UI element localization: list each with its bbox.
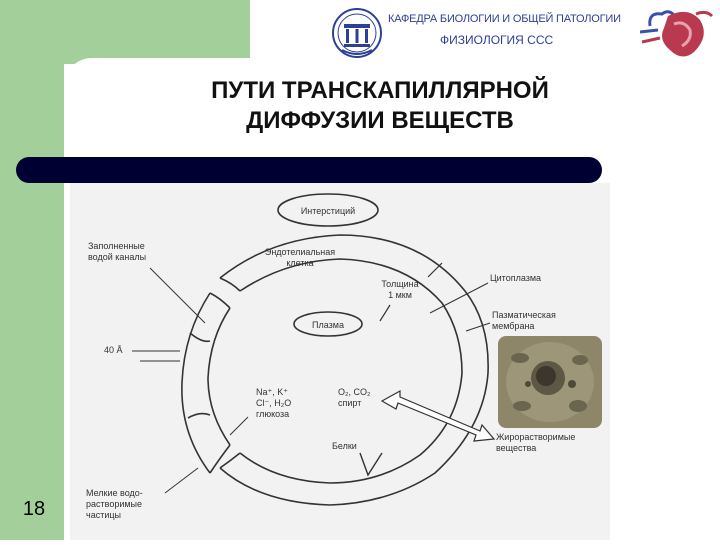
- gases-label-2: спирт: [338, 398, 361, 408]
- membrane-pointer: [466, 323, 490, 331]
- endothelial-label-2: клетка: [286, 258, 313, 268]
- small-particles-label-1: Мелкие водо-: [86, 488, 143, 498]
- lipid-soluble-label-1: Жирорастворимые: [496, 432, 575, 442]
- slide-title-line-1: ПУТИ ТРАНСКАПИЛЛЯРНОЙ: [120, 76, 640, 106]
- cytoplasm-label: Цитоплазма: [490, 273, 541, 283]
- thickness-label-2: 1 мкм: [388, 290, 412, 300]
- department-name: КАФЕДРА БИОЛОГИИ И ОБЩЕЙ ПАТОЛОГИИ: [388, 13, 621, 25]
- ions-label-2: Cl⁻, H₂O: [256, 398, 291, 408]
- endothelial-label-1: Эндотелиальная: [265, 247, 335, 257]
- proteins-label: Белки: [332, 441, 357, 451]
- membrane-label-2: мембрана: [492, 321, 534, 331]
- gases-label-1: O₂, CO₂: [338, 387, 371, 397]
- small-particles-label-2: растворимые: [86, 499, 142, 509]
- proteins-arrow: [360, 453, 382, 475]
- interstitium-label: Интерстиций: [301, 206, 355, 216]
- university-logo: [330, 6, 384, 60]
- heart-icon: [640, 6, 714, 62]
- ions-label-1: Na⁺, K⁺: [256, 387, 288, 397]
- small-particles-pointer: [165, 468, 198, 493]
- plasma-label: Плазма: [312, 320, 344, 330]
- green-side-band: [0, 0, 64, 540]
- membrane-label-1: Пазматическая: [492, 310, 556, 320]
- cell-micrograph-image: [498, 336, 602, 428]
- slide-title-line-2: ДИФФУЗИИ ВЕЩЕСТВ: [120, 106, 640, 136]
- pore-size-label: 40 Å: [104, 345, 123, 355]
- water-channels-pointer: [150, 268, 205, 323]
- slide-number: 18: [14, 498, 54, 521]
- title-divider-bar: [16, 157, 602, 183]
- water-channels-label-2: водой каналы: [88, 252, 146, 262]
- cytoplasm-pointer: [430, 283, 488, 313]
- ions-label-3: глюкоза: [256, 409, 289, 419]
- thickness-arrow-inner: [380, 305, 390, 321]
- thickness-arrow-outer: [428, 263, 442, 277]
- endothelial-ring: [182, 235, 488, 505]
- water-channels-label-1: Заполненные: [88, 241, 145, 251]
- thickness-label-1: Толщина: [381, 279, 418, 289]
- course-name: ФИЗИОЛОГИЯ ССС: [440, 33, 553, 47]
- lipid-soluble-label-2: вещества: [496, 443, 536, 453]
- ions-pointer: [230, 417, 248, 435]
- small-particles-label-3: частицы: [86, 510, 121, 520]
- slide-title: ПУТИ ТРАНСКАПИЛЛЯРНОЙ ДИФФУЗИИ ВЕЩЕСТВ: [120, 76, 640, 136]
